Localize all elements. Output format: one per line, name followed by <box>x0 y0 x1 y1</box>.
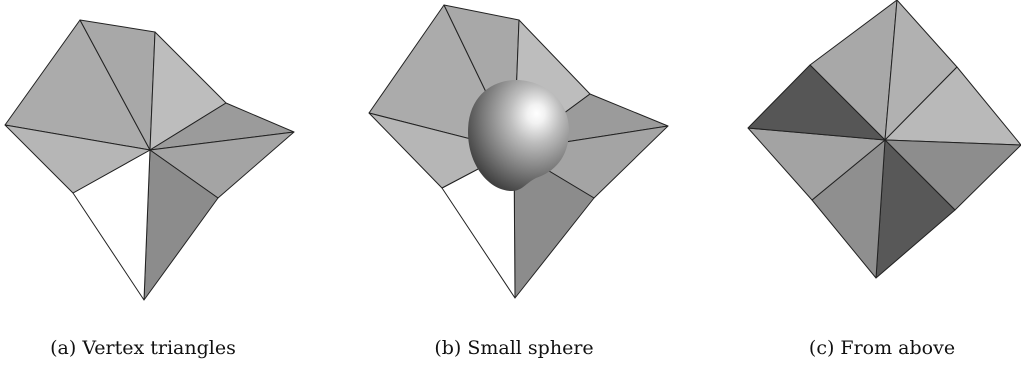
panel-c-from-above <box>747 0 1021 279</box>
caption-a: (a) Vertex triangles <box>50 337 236 359</box>
panel-a-vertex-triangles <box>4 19 295 301</box>
panel-b-small-sphere <box>368 4 669 299</box>
triangle-left <box>368 112 515 189</box>
triangle-north-west-dark <box>747 64 886 141</box>
triangle-left <box>4 124 151 194</box>
caption-c: (c) From above <box>808 337 956 359</box>
sphere <box>468 80 569 191</box>
caption-b: (b) Small sphere <box>434 337 594 359</box>
